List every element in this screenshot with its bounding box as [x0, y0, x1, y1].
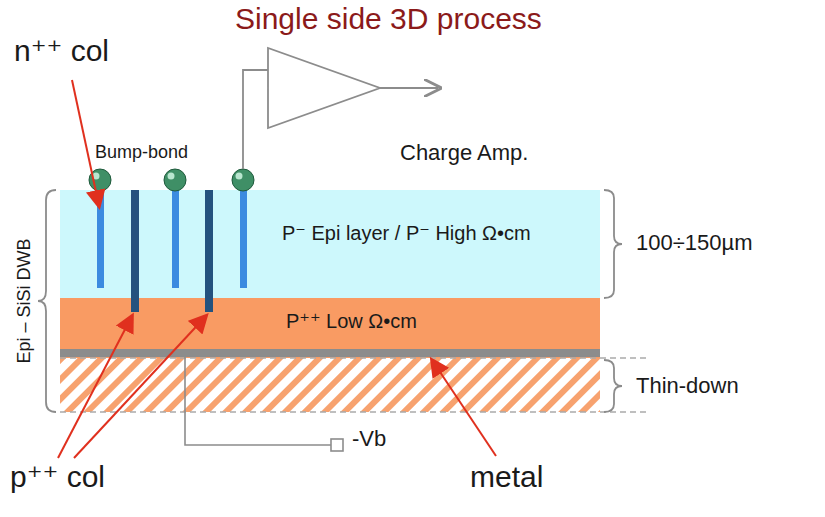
part-label: -Vb: [352, 426, 386, 451]
layer-label: P⁺⁺ Low Ω•cm: [286, 310, 417, 333]
part-label: Thin-down: [636, 373, 739, 398]
p-column: [131, 190, 139, 312]
bracket: [604, 190, 622, 298]
part-label: Bump-bond: [95, 142, 188, 163]
n-column: [172, 190, 179, 288]
pointer-arrow: [74, 316, 206, 458]
bias-terminal: [331, 439, 343, 451]
pointer-arrow: [432, 360, 496, 456]
bracket: [604, 360, 622, 412]
metal-layer: [60, 349, 600, 357]
part-label: Charge Amp.: [400, 140, 528, 165]
layer-band: P⁻ Epi layer / P⁻ High Ω•cm: [60, 190, 600, 298]
diagram-title: Single side 3D process: [235, 2, 542, 37]
pointer-arrow: [72, 80, 99, 206]
bias-wire: [185, 357, 331, 445]
epi-layer: [60, 190, 600, 298]
part-label: Epi – SiSi DWB: [14, 238, 35, 363]
layer-label: P⁻ Epi layer / P⁻ High Ω•cm: [282, 222, 531, 245]
bump-bond: [232, 169, 254, 191]
n-column: [240, 190, 247, 288]
part-label: p⁺⁺ col: [10, 460, 105, 495]
low-res-layer: [60, 298, 600, 358]
amplifier-symbol: [268, 48, 380, 128]
amp-input-wire: [243, 70, 268, 169]
bracket: [38, 190, 56, 412]
p-column: [205, 190, 213, 312]
bump-bond: [164, 169, 186, 191]
layer-band: P⁺⁺ Low Ω•cm: [60, 298, 600, 348]
amp-output: [380, 87, 438, 89]
part-label: metal: [470, 460, 543, 495]
part-label: 100÷150µm: [636, 230, 753, 255]
part-label: n⁺⁺ col: [14, 34, 109, 69]
